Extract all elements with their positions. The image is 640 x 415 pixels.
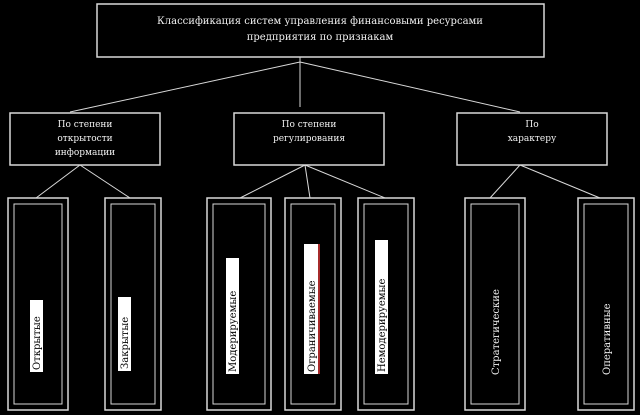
leaf-label-plate <box>30 300 43 372</box>
leaf-label: Закрытые <box>120 317 131 369</box>
leaf-label: Ограничиваемые <box>307 280 318 372</box>
leaf-accent-mark <box>318 244 320 374</box>
leaf-inner-box <box>363 203 409 405</box>
leaf-inner-box <box>583 203 629 405</box>
leaf-label: Стратегические <box>491 289 502 375</box>
connector-cat2-leaf3 <box>239 164 306 199</box>
connector-cat3-leaf6 <box>489 164 521 199</box>
root-box <box>96 3 545 58</box>
category-box <box>456 112 608 166</box>
leaf-label: Открытые <box>32 316 43 370</box>
connector-root-right <box>299 61 521 113</box>
leaf-node-unmoderated: Немодерируемые <box>357 197 415 411</box>
leaf-label: Оперативные <box>602 303 613 375</box>
leaf-outer-box <box>7 197 69 411</box>
leaf-node-moderated: Модерируемые <box>206 197 272 411</box>
root-node: Классификация систем управления финансов… <box>96 3 545 58</box>
leaf-inner-box <box>212 203 266 405</box>
root-title-line2: предприятия по признакам <box>247 32 394 43</box>
leaf-node-closed: Закрытые <box>104 197 162 411</box>
root-title-line1: Классификация систем управления финансов… <box>157 16 483 27</box>
category-box <box>233 112 385 166</box>
leaf-node-strategic: Стратегические <box>464 197 526 411</box>
leaf-outer-box <box>357 197 415 411</box>
category-label-line2: характеру <box>508 134 557 144</box>
leaf-label: Немодерируемые <box>377 278 388 372</box>
category-label-line1: По степени <box>58 120 113 130</box>
leaf-outer-box <box>284 197 342 411</box>
category-node-character: По характеру <box>456 112 608 166</box>
leaf-label-plate <box>226 258 239 374</box>
leaf-label-plate <box>304 244 318 374</box>
leaf-node-open: Открытые <box>7 197 69 411</box>
category-node-openness: По степени открытости информации <box>9 112 161 166</box>
leaf-label: Модерируемые <box>228 291 239 372</box>
leaf-inner-box <box>13 203 63 405</box>
category-label-line1: По <box>525 120 538 130</box>
leaf-outer-box <box>464 197 526 411</box>
category-label-line1: По степени <box>282 120 337 130</box>
leaf-node-limited: Ограничиваемые <box>284 197 342 411</box>
connector-cat1-leaf1 <box>35 164 81 199</box>
connector-cat1-leaf2 <box>79 164 131 199</box>
category-node-regulation: По степени регулирования <box>233 112 385 166</box>
leaf-node-operational: Оперативные <box>577 197 635 411</box>
leaf-outer-box <box>104 197 162 411</box>
leaf-outer-box <box>206 197 272 411</box>
leaf-label-plate <box>375 240 388 374</box>
leaf-outer-box <box>577 197 635 411</box>
connector-cat2-leaf4 <box>304 164 311 199</box>
leaf-inner-box <box>290 203 336 405</box>
category-label-line2: регулирования <box>273 134 345 144</box>
connector-root-left <box>69 61 301 113</box>
leaf-inner-box <box>470 203 520 405</box>
leaf-inner-box <box>110 203 156 405</box>
category-box <box>9 112 161 166</box>
connector-lines <box>35 57 601 199</box>
leaf-label-plate <box>118 297 131 371</box>
category-label-line2: открытости <box>57 134 112 144</box>
connector-cat3-leaf7 <box>519 164 601 199</box>
category-label-line3: информации <box>55 148 115 158</box>
connector-cat2-leaf5 <box>304 164 386 199</box>
